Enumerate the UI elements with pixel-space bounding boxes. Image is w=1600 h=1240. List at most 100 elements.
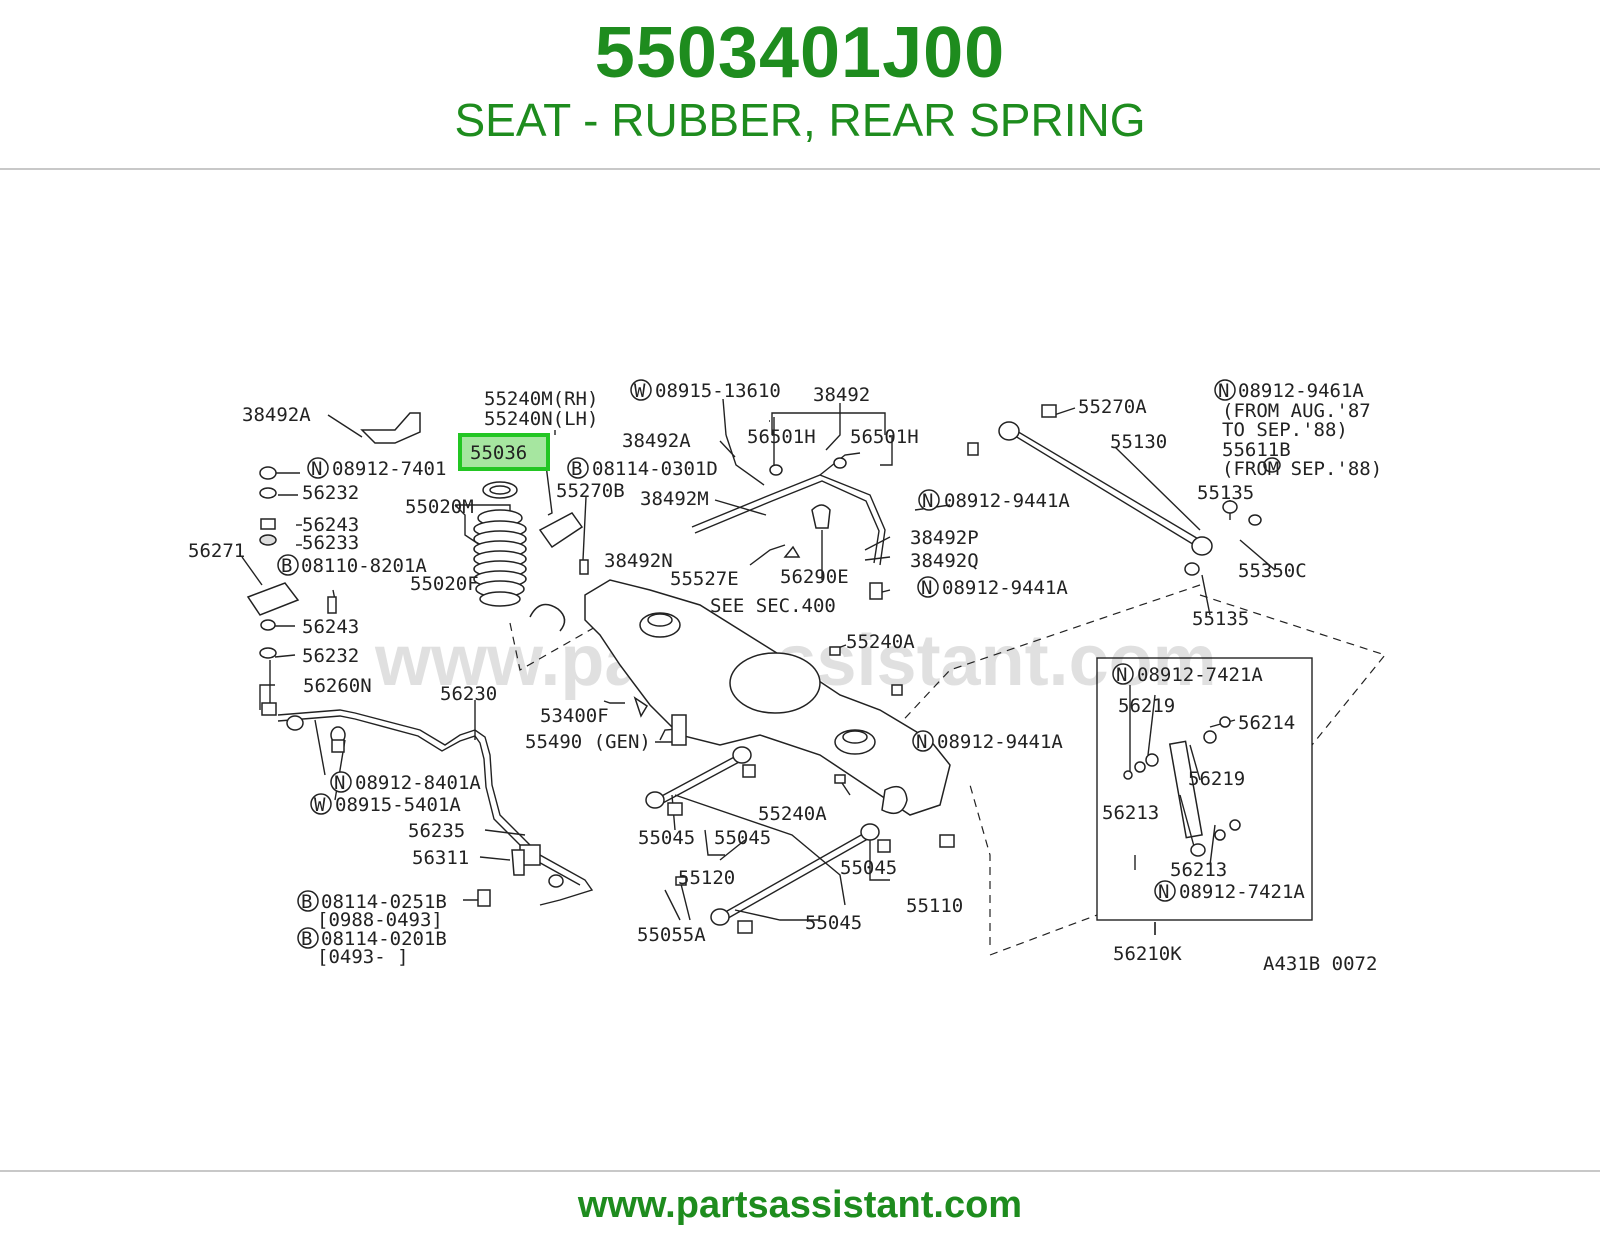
label-38492: 38492: [813, 384, 870, 406]
label-56213-b: 56213: [1170, 859, 1227, 881]
label-55130: 55130: [1110, 431, 1167, 453]
footer-website-link[interactable]: www.partsassistant.com: [577, 1184, 1023, 1226]
label-55045-d: 55045: [805, 912, 862, 934]
label-55055A: 55055A: [637, 924, 706, 946]
label-56243-a: 56243: [302, 514, 359, 536]
w-symbol-icon: W: [630, 379, 652, 402]
label-08912-8401A: 08912-8401A: [355, 772, 481, 794]
label-56311: 56311: [412, 847, 469, 869]
label-56230: 56230: [440, 683, 497, 705]
label-see-sec-400: SEE SEC.400: [710, 595, 836, 617]
left-bushing-stack: [246, 466, 337, 716]
label-56214: 56214: [1238, 712, 1295, 734]
svg-text:N: N: [311, 458, 322, 480]
part-drawings: [246, 404, 1281, 934]
lower-links: [645, 646, 955, 934]
n-symbol-icon: N: [330, 771, 352, 794]
prefix-symbols: W N N B N B N N N N W N B B: [277, 379, 1236, 950]
label-55611B: 55611B: [1222, 439, 1291, 461]
svg-text:B: B: [301, 891, 312, 913]
label-56232-b: 56232: [302, 645, 359, 667]
svg-text:N: N: [916, 731, 927, 753]
svg-text:N: N: [922, 490, 933, 512]
label-38492P: 38492P: [910, 527, 979, 549]
label-56290E: 56290E: [780, 566, 849, 588]
label-55270A: 55270A: [1078, 396, 1147, 418]
label-38492Q: 38492Q: [910, 550, 979, 572]
n-symbol-icon: N: [307, 457, 329, 480]
label-55270B: 55270B: [556, 480, 625, 502]
n-symbol-icon: N: [917, 576, 939, 599]
label-08114-0301D: 08114-0301D: [592, 458, 718, 480]
spring-lower-seat: [529, 603, 566, 632]
bracket-55240: [538, 512, 584, 549]
b-symbol-icon: B: [567, 457, 589, 480]
label-55240A-a: 55240A: [846, 631, 915, 653]
highlighted-part-box: [458, 433, 550, 471]
label-53400F: 53400F: [540, 705, 609, 727]
label-55240M: 55240M(RH): [484, 388, 598, 410]
label-38492N: 38492N: [604, 550, 673, 572]
b-symbol-icon: B: [297, 890, 319, 913]
n-symbol-icon: N: [912, 730, 934, 753]
label-56232-a: 56232: [302, 482, 359, 504]
label-55020F: 55020F: [410, 573, 479, 595]
label-08912-9461A: 08912-9461A: [1238, 380, 1364, 402]
n-symbol-icon: N: [1154, 880, 1176, 903]
label-08912-9441A-b: 08912-9441A: [942, 577, 1068, 599]
svg-text:N: N: [1218, 380, 1229, 402]
label-08114-0201B: 08114-0201B: [321, 928, 447, 950]
b-symbol-icon: B: [297, 927, 319, 950]
w-symbol-icon: W: [310, 793, 332, 816]
svg-text:N: N: [334, 772, 345, 794]
part-number-title: 5503401J00: [594, 13, 1006, 93]
svg-text:B: B: [301, 928, 312, 950]
label-55240N: 55240N(LH): [484, 408, 598, 430]
label-55045-a: 55045: [638, 827, 695, 849]
label-from-sep-88: (FROM SEP.'88): [1222, 458, 1382, 480]
label-56213-a: 56213: [1102, 802, 1159, 824]
label-56219-a: 56219: [1118, 695, 1175, 717]
label-08114-0251B: 08114-0251B: [321, 891, 447, 913]
label-56219-b: 56219: [1188, 768, 1245, 790]
label-0988-0493: [0988-0493]: [317, 909, 443, 931]
drawing-code: A431B 0072: [1263, 953, 1377, 975]
label-55036: 55036: [470, 442, 527, 464]
n-symbol-icon: N: [918, 489, 940, 512]
svg-text:N: N: [1158, 881, 1169, 903]
n-symbol-icon: N: [1112, 663, 1134, 686]
parts-diagram: www.partsassistant.com: [180, 335, 1420, 1010]
label-56271: 56271: [188, 540, 245, 562]
bracket-38492A: [360, 412, 421, 444]
svg-text:W: W: [634, 380, 646, 402]
rear-axle-housing: [584, 579, 951, 816]
parts-diagram-svg: www.partsassistant.com: [188, 379, 1387, 975]
footer-divider: [0, 1170, 1600, 1172]
label-0493: [0493- ]: [317, 946, 409, 968]
part-name-subtitle: SEAT - RUBBER, REAR SPRING: [454, 94, 1146, 146]
label-08912-7401: 08912-7401: [332, 458, 446, 480]
label-56243-b: 56243: [302, 616, 359, 638]
label-55350C: 55350C: [1238, 560, 1307, 582]
part-labels: 38492A 55240M(RH) 55240N(LH) 08915-13610…: [188, 380, 1382, 975]
label-56501H-2: 56501H: [850, 426, 919, 448]
n-symbol-icon: N: [1214, 379, 1236, 402]
label-56210K: 56210K: [1113, 943, 1182, 965]
label-55135-a: 55135: [1197, 482, 1254, 504]
label-08110-8201A: 08110-8201A: [301, 555, 427, 577]
label-55135-b: 55135: [1192, 608, 1249, 630]
header-divider: [0, 168, 1600, 170]
coil-spring-55020: [473, 509, 527, 607]
svg-text:N: N: [921, 577, 932, 599]
label-from-aug-87: (FROM AUG.'87: [1222, 400, 1371, 422]
lateral-rod-55130: [967, 404, 1281, 576]
shock-absorber-kit-box: [1096, 657, 1313, 921]
label-38492M: 38492M: [640, 488, 709, 510]
label-08912-9441A-c: 08912-9441A: [937, 731, 1063, 753]
label-08915-5401A: 08915-5401A: [335, 794, 461, 816]
label-55527E: 55527E: [670, 568, 739, 590]
label-55490-gen: 55490 (GEN): [525, 731, 651, 753]
leader-lines: [241, 398, 1276, 935]
label-56501H-1: 56501H: [747, 426, 816, 448]
label-55045-c: 55045: [840, 857, 897, 879]
